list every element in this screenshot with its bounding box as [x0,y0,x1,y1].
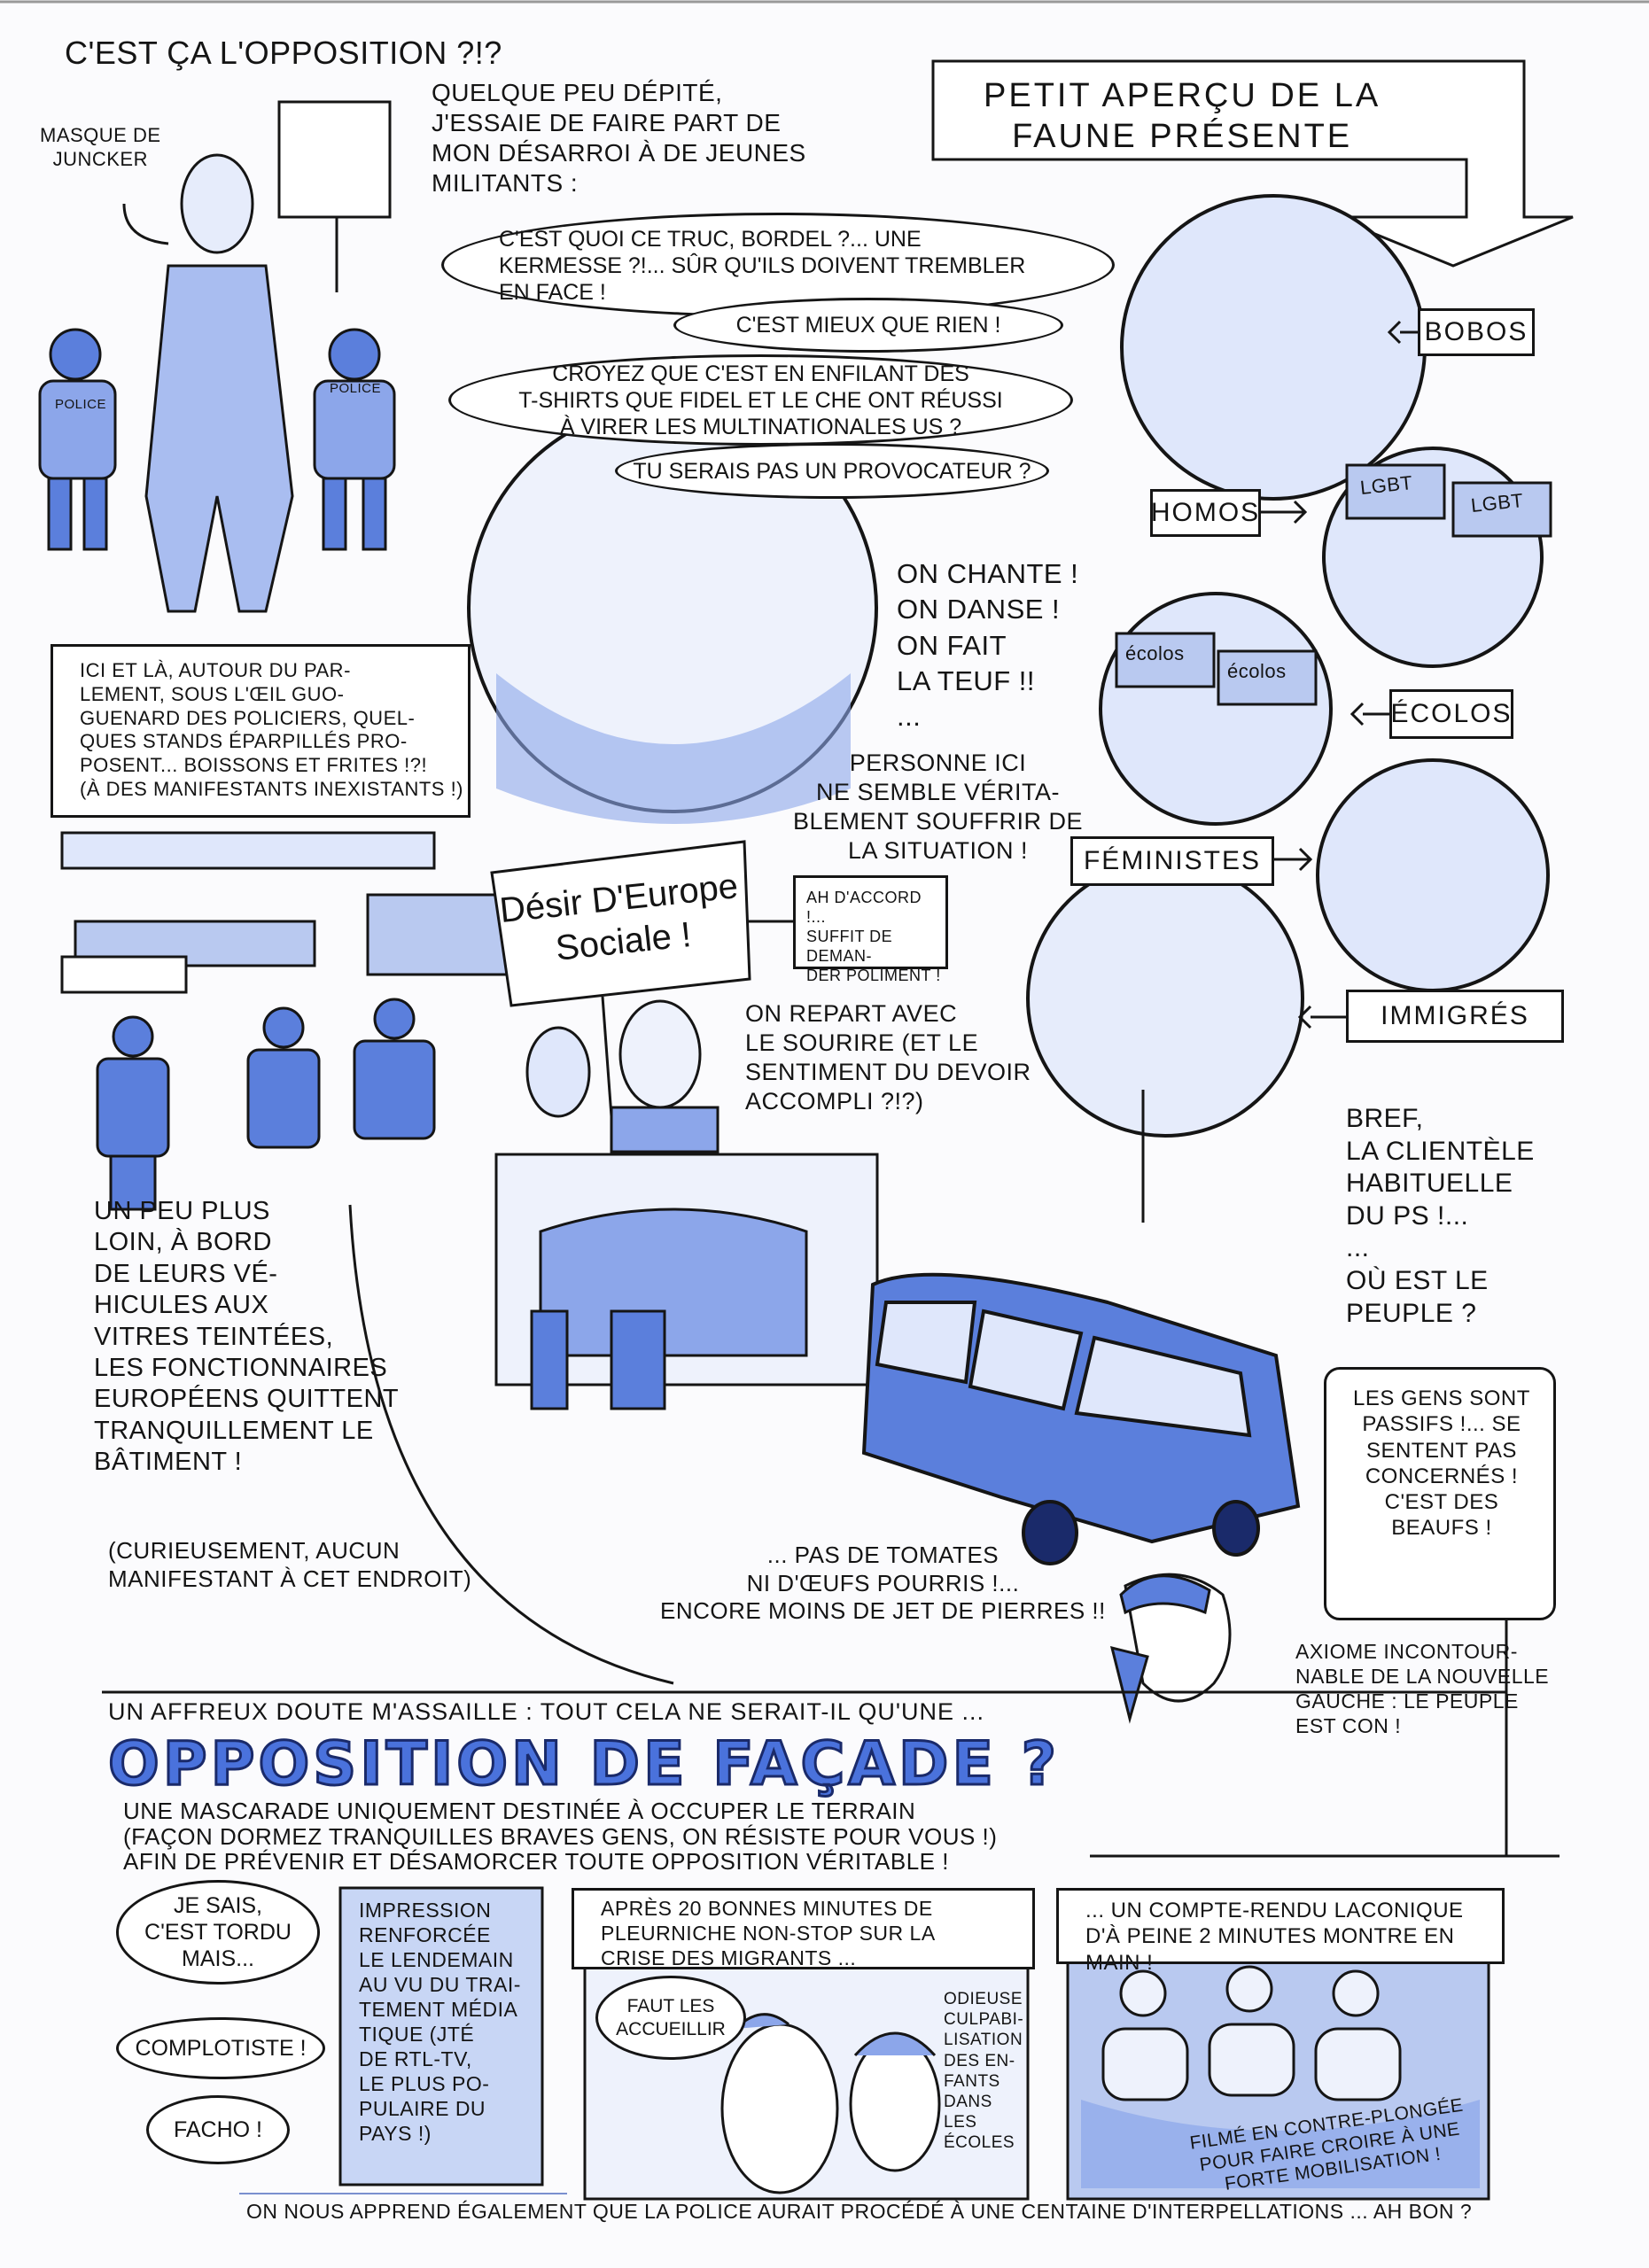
speaker-head [1109,1573,1232,1724]
tv-audience [1101,1965,1402,2101]
ah-daccord-box: Ah d'accord !... suffit de deman- der po… [793,875,948,984]
road-line [348,1204,674,1685]
personne-text: Personne ici ne semble vérita- blement s… [793,750,1084,864]
label-immigres: Immigrés [1346,990,1564,1043]
impression-panel [338,1886,544,2186]
speech-bubble-4: Tu serais pas un provocateur ? [615,443,1049,499]
mascarade-text: Une mascarade uniquement destinée à occu… [123,1798,998,1876]
ici-et-la-text: Ici et là, autour du par- lement, sous l… [80,659,464,801]
impression-text: Impression renforcée le lendemain au vu … [359,1899,521,2146]
label-homos: Homos [1150,489,1261,537]
police-officer-left [38,328,117,551]
stands-drawing [60,831,511,994]
compte-rendu-text: ... un compte-rendu laconique d'à peine … [1085,1899,1464,1975]
axiome-text: Axiome incontour- nable de la nouvelle g… [1295,1640,1550,1738]
ecolos-sign-2: écolos [1227,660,1287,682]
gens-passifs-text: Les gens sont passifs !... se sentent pa… [1353,1386,1530,1541]
bobos-portrait [1120,194,1427,501]
reaction-bubble-complotiste: Complotiste ! [116,2017,325,2079]
militants-wash [496,673,851,824]
police-group [96,998,436,1211]
ici-et-la-box: Ici et là, autour du par- lement, sous l… [51,644,471,818]
juncker-figure [144,100,392,613]
curieusement-text: (Curieusement, aucun manifestant à cet e… [108,1537,472,1592]
protest-sign [490,840,751,1117]
apres-caption: Après 20 bonnes minutes de pleurniche no… [572,1888,1035,1969]
gens-passifs-bubble: Les gens sont passifs !... se sentent pa… [1324,1367,1556,1620]
headline: Opposition de façade ? [106,1729,1061,1799]
juncker-label: Masque de Juncker [40,124,161,170]
van [861,1272,1301,1565]
apres-text: Après 20 bonnes minutes de pleurniche no… [601,1897,936,1970]
police-officer-right [313,328,396,551]
label-bobos: Bobos [1418,308,1535,356]
police-vest-label-left: Police [55,397,107,412]
ecolos-portrait [1099,592,1333,826]
speech-bubble-1: C'est quoi ce truc, bordel ?... une kerm… [441,213,1115,317]
label-ecolos: Écolos [1389,689,1513,739]
arrow-icon [122,203,169,245]
compte-rendu-caption: ... un compte-rendu laconique d'à peine … [1056,1888,1505,1975]
bref-text: Bref, la clientèle habituelle du PS !...… [1346,1104,1535,1328]
frame-lines [102,1586,1560,1858]
intro-narration: Quelque peu dépité, j'essaie de faire pa… [432,79,806,198]
fauna-box-text: Petit aperçu de la faune présente [984,77,1381,156]
on-repart-text: On repart avec le sourire (et le sentime… [745,1000,1031,1115]
limousine-scene [494,1153,879,1410]
on-chante-text: On chante ! on danse ! on fait la teuf !… [897,558,1079,733]
tv-wash [1081,2100,1480,2188]
un-peu-plus-loin-text: Un peu plus loin, à bord de leurs vé- hi… [94,1197,400,1476]
pas-de-tomates-text: ... Pas de tomates ni d'œufs pourris !..… [660,1542,1106,1625]
odieuse-text: Odieuse culpabi- lisation des en- fants … [944,1990,1024,2153]
lgbt-flags [1115,463,1552,706]
demonstrators [525,999,719,1153]
speech-bubble-3: Croyez que c'est en enfilant des T-shirt… [448,354,1073,446]
reaction-bubble-tordu: Je sais, c'est tordu mais... [116,1880,320,1984]
page-title: C'est ça l'opposition ?!? [65,35,502,71]
footer-text: On nous apprend également que la police … [246,2200,1473,2223]
feministes-portrait [1316,758,1550,992]
immigres-portrait [1026,859,1304,1138]
faut-accueillir-bubble: Faut les accueillir [595,1976,746,2060]
label-feministes: Féministes [1070,836,1274,886]
fauna-arrow-box [931,59,1574,268]
reaction-bubble-facho: Facho ! [146,2095,290,2164]
doute-text: Un affreux doute m'assaille : tout cela … [108,1698,985,1725]
ecolos-sign-1: écolos [1125,642,1185,664]
speech-bubble-2: C'est mieux que rien ! [673,298,1063,353]
police-vest-label-right: Police [330,381,382,396]
ah-daccord-text: Ah d'accord !... suffit de deman- der po… [806,889,941,984]
